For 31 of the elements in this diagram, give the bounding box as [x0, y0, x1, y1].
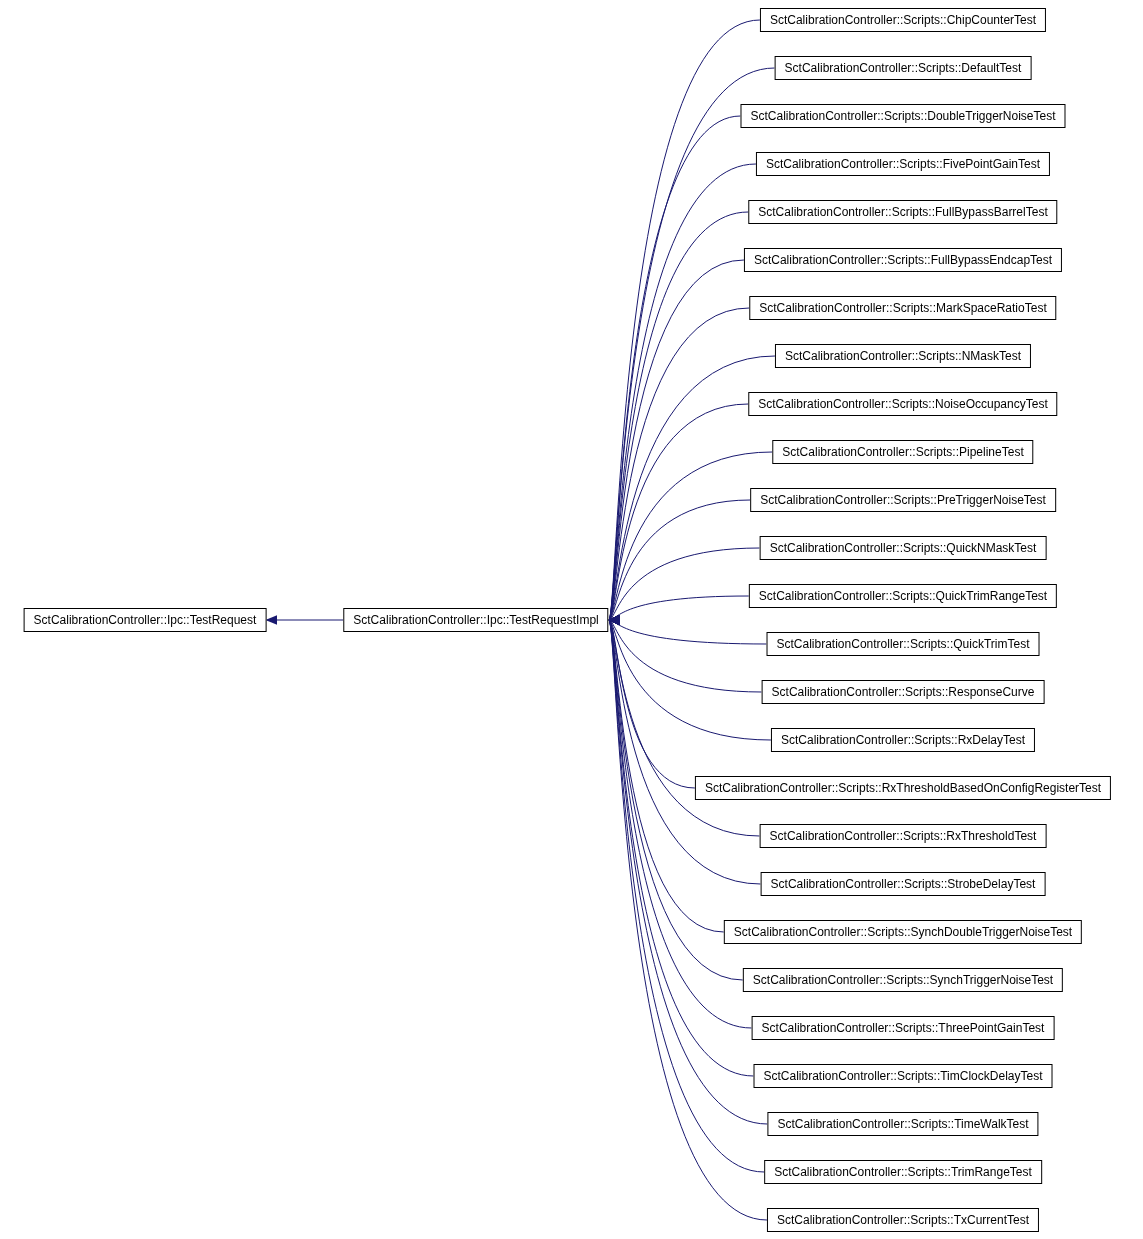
class-box: SctCalibrationController::Scripts::RxThresholdTest	[759, 824, 1047, 848]
class-box: SctCalibrationController::Scripts::MarkSpaceRatioTest	[749, 296, 1057, 320]
class-box: SctCalibrationController::Scripts::QuickTrimRangeTest	[748, 584, 1058, 608]
class-box: SctCalibrationController::Scripts::FivePointGainTest	[755, 152, 1051, 176]
class-box: SctCalibrationController::Scripts::TxCurrentTest	[766, 1208, 1040, 1232]
class-box: SctCalibrationController::Scripts::StrobeDelayTest	[760, 872, 1046, 896]
class-box: SctCalibrationController::Scripts::FullBypassBarrelTest	[748, 200, 1058, 224]
inheritance-arrow	[608, 499, 751, 621]
class-box: SctCalibrationController::Scripts::QuickTrimTest	[766, 632, 1040, 656]
class-box: SctCalibrationController::Scripts::QuickNMaskTest	[759, 536, 1047, 560]
inheritance-arrow	[265, 615, 344, 625]
class-box: SctCalibrationController::Scripts::SynchDoubleTriggerNoiseTest	[723, 920, 1083, 944]
class-box: SctCalibrationController::Scripts::DoubleTriggerNoiseTest	[740, 104, 1066, 128]
class-box: SctCalibrationController::Scripts::RxDelayTest	[770, 728, 1036, 752]
class-box: SctCalibrationController::Scripts::PreTriggerNoiseTest	[750, 488, 1056, 512]
class-box: SctCalibrationController::Ipc::TestRequestImpl	[343, 608, 609, 632]
class-box: SctCalibrationController::Ipc::TestRequest	[23, 608, 267, 632]
class-box: SctCalibrationController::Scripts::ResponseCurve	[761, 680, 1045, 704]
class-box: SctCalibrationController::Scripts::NoiseOccupancyTest	[748, 392, 1058, 416]
class-box: SctCalibrationController::Scripts::ChipCounterTest	[759, 8, 1047, 32]
inheritance-arrow	[608, 619, 772, 741]
class-box: SctCalibrationController::Scripts::TrimRangeTest	[764, 1160, 1042, 1184]
class-box: SctCalibrationController::Scripts::RxThresholdBasedOnConfigRegisterTest	[694, 776, 1112, 800]
class-box: SctCalibrationController::Scripts::NMaskTest	[774, 344, 1032, 368]
class-box: SctCalibrationController::Scripts::ThreePointGainTest	[751, 1016, 1055, 1040]
class-box: SctCalibrationController::Scripts::SynchTriggerNoiseTest	[742, 968, 1064, 992]
class-box: SctCalibrationController::Scripts::TimeWalkTest	[767, 1112, 1039, 1136]
class-box: SctCalibrationController::Scripts::TimClockDelayTest	[753, 1064, 1053, 1088]
class-box: SctCalibrationController::Scripts::FullBypassEndcapTest	[743, 248, 1063, 272]
class-box: SctCalibrationController::Scripts::PipelineTest	[772, 440, 1034, 464]
class-box: SctCalibrationController::Scripts::DefaultTest	[774, 56, 1032, 80]
